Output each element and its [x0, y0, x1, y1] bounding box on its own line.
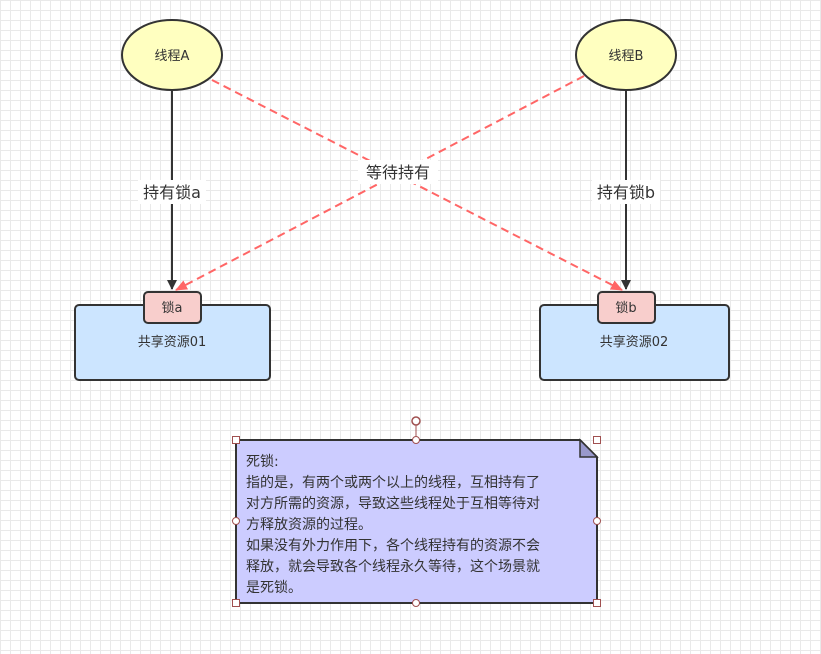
wait-label: 等待持有 — [366, 163, 430, 182]
resize-handle-bottom[interactable] — [412, 599, 420, 607]
resize-handle-top-right[interactable] — [593, 436, 601, 444]
hold-label-b-bg — [592, 180, 660, 204]
resource-02-label: 共享资源02 — [600, 334, 669, 350]
resource-01-label: 共享资源01 — [138, 334, 207, 350]
thread-b-node[interactable] — [575, 19, 677, 91]
lock-b-label: 锁b — [615, 300, 636, 316]
lock-a-label: 锁a — [162, 300, 183, 316]
wait-edge-a-to-b — [211, 79, 623, 291]
resize-handle-right[interactable] — [593, 517, 601, 525]
resize-handle-bottom-left[interactable] — [232, 599, 240, 607]
note-line: 如果没有外力作用下，各个线程持有的资源不会 — [246, 538, 540, 554]
note-fold-corner — [579, 438, 599, 458]
note-line: 方释放资源的过程。 — [246, 517, 372, 533]
note-shape[interactable] — [235, 439, 598, 604]
note-line: 对方所需的资源，导致这些线程处于互相等待对 — [246, 496, 540, 512]
note-text: 死锁: 指的是，有两个或两个以上的线程，互相持有了 对方所需的资源，导致这些线程… — [246, 452, 591, 599]
hold-label-a: 持有锁a — [143, 183, 201, 202]
note-line: 是死锁。 — [246, 580, 302, 596]
hold-label-b: 持有锁b — [597, 183, 655, 202]
note-line: 指的是，有两个或两个以上的线程，互相持有了 — [246, 475, 540, 491]
resize-handle-left[interactable] — [232, 517, 240, 525]
resize-handle-bottom-right[interactable] — [593, 599, 601, 607]
wait-label-bg — [358, 160, 438, 184]
note-line: 释放，就会导致各个线程永久等待，这个场景就 — [246, 559, 540, 575]
hold-label-a-bg — [138, 180, 206, 204]
thread-a-label: 线程A — [155, 49, 190, 64]
rotation-handle[interactable] — [411, 416, 421, 426]
thread-a-node[interactable] — [121, 19, 223, 91]
resize-handle-top-left[interactable] — [232, 436, 240, 444]
lock-b-box[interactable] — [597, 291, 656, 324]
resize-handle-top[interactable] — [412, 436, 420, 444]
thread-b-label: 线程B — [609, 49, 644, 64]
lock-a-box[interactable] — [143, 291, 202, 324]
wait-edge-b-to-a — [175, 75, 585, 291]
note-line: 死锁: — [246, 454, 279, 470]
